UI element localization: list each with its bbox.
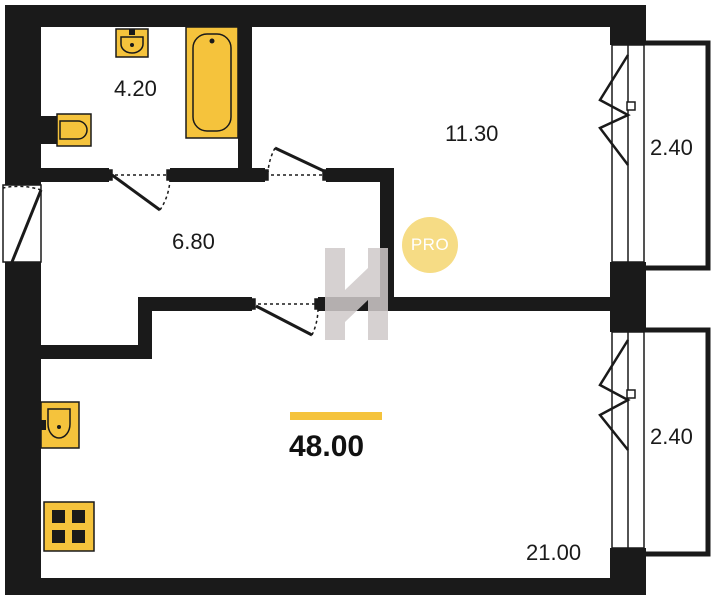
room-area-balcony-top: 2.40 [650, 135, 693, 160]
exterior-walls [5, 5, 646, 595]
door-icon [2, 184, 43, 263]
room-area-bathroom: 4.20 [114, 76, 157, 101]
sink-icon [115, 28, 149, 58]
bathtub-icon [185, 26, 239, 139]
room-area-balcony-bottom: 2.40 [650, 424, 693, 449]
total-area-bar [290, 412, 382, 420]
pro-badge: PRO [402, 217, 458, 273]
sink-icon [40, 401, 80, 449]
watermark-logo [325, 248, 388, 340]
stove-icon [43, 501, 95, 552]
door-icon [248, 298, 322, 337]
door-icon [105, 169, 174, 212]
balcony-bottom [637, 327, 711, 557]
room-area-hallway: 6.80 [172, 229, 215, 254]
interior-walls [41, 27, 610, 359]
toilet-icon [41, 113, 92, 147]
room-area-bedroom: 11.30 [445, 121, 499, 146]
total-area: 48.00 [289, 430, 365, 463]
window-icon [611, 44, 645, 549]
door-icon [261, 146, 330, 181]
room-area-living-kitchen: 21.00 [526, 540, 582, 565]
door-icon [598, 54, 636, 451]
